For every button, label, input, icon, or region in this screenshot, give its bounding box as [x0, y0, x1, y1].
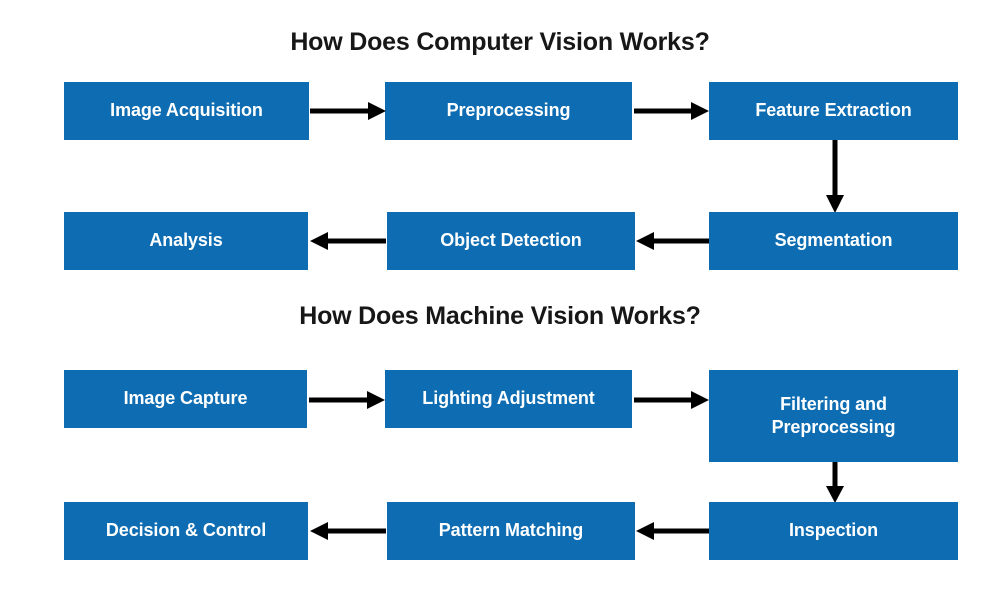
node-label: Inspection	[788, 520, 878, 541]
node-analysis[interactable]: Analysis	[64, 212, 308, 270]
node-inspection[interactable]: Inspection	[709, 502, 958, 560]
node-segmentation[interactable]: Segmentation	[709, 212, 958, 270]
node-label: Preprocessing	[446, 100, 571, 121]
node-pattern-matching[interactable]: Pattern Matching	[387, 502, 635, 560]
arrow-pattern-matching-to-decision-control	[310, 520, 386, 542]
node-label-line-1: Filtering and	[780, 393, 887, 414]
node-label-line-2: Preprocessing	[771, 417, 896, 437]
node-label: Segmentation	[774, 230, 893, 251]
node-label: Decision & Control	[105, 520, 267, 541]
arrow-object-detection-to-analysis	[310, 230, 386, 252]
node-label: Image Capture	[123, 388, 248, 409]
node-label: Object Detection	[440, 230, 582, 251]
node-lighting-adjustment[interactable]: Lighting Adjustment	[385, 370, 632, 428]
node-label: Pattern Matching	[438, 520, 584, 541]
arrow-filtering-to-inspection	[824, 462, 846, 503]
node-image-acquisition[interactable]: Image Acquisition	[64, 82, 309, 140]
arrow-image-capture-to-lighting-adjustment	[309, 389, 385, 411]
arrow-inspection-to-pattern-matching	[636, 520, 709, 542]
arrow-feature-extraction-to-segmentation	[824, 140, 846, 213]
section-title-computer-vision: How Does Computer Vision Works?	[290, 28, 710, 56]
node-label: Image Acquisition	[110, 100, 263, 121]
section-title-machine-vision: How Does Machine Vision Works?	[299, 302, 701, 330]
node-preprocessing[interactable]: Preprocessing	[385, 82, 632, 140]
arrow-segmentation-to-object-detection	[636, 230, 709, 252]
arrow-lighting-adjustment-to-filtering	[634, 389, 709, 411]
arrow-preprocessing-to-feature-extraction	[634, 100, 709, 122]
node-filtering-and-preprocessing[interactable]: Filtering and Preprocessing	[709, 370, 958, 462]
node-feature-extraction[interactable]: Feature Extraction	[709, 82, 958, 140]
node-label: Analysis	[149, 230, 223, 251]
node-image-capture[interactable]: Image Capture	[64, 370, 307, 428]
arrow-image-acquisition-to-preprocessing	[310, 100, 386, 122]
node-label: Feature Extraction	[755, 100, 912, 121]
node-object-detection[interactable]: Object Detection	[387, 212, 635, 270]
node-label: Lighting Adjustment	[422, 388, 595, 409]
node-decision-and-control[interactable]: Decision & Control	[64, 502, 308, 560]
